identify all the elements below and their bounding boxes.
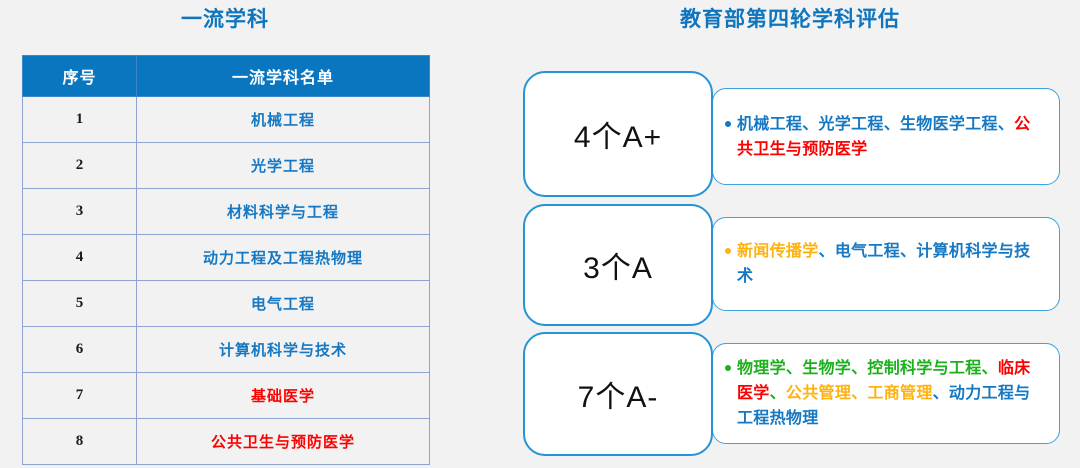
grade-badge-a-plus[interactable]: 4个A+: [523, 71, 713, 197]
grade-badge-label: 3个A: [583, 252, 653, 285]
evaluation-group-a: 3个A 新闻传播学、电气工程、计算机科学与技术: [500, 204, 1080, 326]
discipline-segment: 机械工程、光学工程、生物医学工程、: [737, 115, 1015, 133]
grade-content-text: 机械工程、光学工程、生物医学工程、公共卫生与预防医学: [713, 112, 1059, 162]
bullet-icon: [725, 248, 731, 254]
cell-discipline-name: 机械工程: [136, 96, 430, 143]
cell-index: 6: [22, 326, 137, 373]
cell-discipline-name: 电气工程: [136, 280, 430, 327]
evaluation-group-a-minus: 7个A- 物理学、生物学、控制科学与工程、临床医学、公共管理、工商管理、动力工程…: [500, 332, 1080, 456]
bullet-icon: [725, 365, 731, 371]
discipline-segment: 物理学、生物学、控制科学与工程、: [737, 360, 998, 377]
bullet-icon: [725, 120, 731, 127]
grade-content-text: 新闻传播学、电气工程、计算机科学与技术: [713, 239, 1059, 289]
cell-index: 2: [22, 142, 137, 189]
grade-content-text: 物理学、生物学、控制科学与工程、临床医学、公共管理、工商管理、动力工程与工程热物…: [713, 356, 1059, 431]
grade-badge-a-minus[interactable]: 7个A-: [523, 332, 713, 456]
discipline-segment: 、电气工程、计算机科学与技术: [737, 243, 1031, 285]
cell-discipline-name: 材料科学与工程: [136, 188, 430, 235]
discipline-list-a-plus: 机械工程、光学工程、生物医学工程、公共卫生与预防医学: [737, 116, 1030, 158]
grade-badge-a[interactable]: 3个A: [523, 204, 713, 326]
cell-index: 5: [22, 280, 137, 327]
column-header-discipline-name: 一流学科名单: [136, 55, 430, 97]
grade-content-a-plus: 机械工程、光学工程、生物医学工程、公共卫生与预防医学: [712, 88, 1060, 185]
discipline-evaluation-panel: 教育部第四轮学科评估 4个A+ 机械工程、光学工程、生物医学工程、公共卫生与预防…: [500, 0, 1080, 468]
cell-discipline-name: 动力工程及工程热物理: [136, 234, 430, 281]
right-panel-title: 教育部第四轮学科评估: [680, 8, 900, 31]
cell-discipline-name: 基础医学: [136, 372, 430, 419]
grade-badge-label: 7个A-: [577, 381, 659, 414]
discipline-list-a-minus: 物理学、生物学、控制科学与工程、临床医学、公共管理、工商管理、动力工程与工程热物…: [737, 360, 1030, 427]
left-panel-title: 一流学科: [181, 8, 269, 31]
cell-index: 1: [22, 96, 137, 143]
grade-content-a: 新闻传播学、电气工程、计算机科学与技术: [712, 217, 1060, 311]
grade-content-a-minus: 物理学、生物学、控制科学与工程、临床医学、公共管理、工商管理、动力工程与工程热物…: [712, 343, 1060, 444]
cell-discipline-name: 计算机科学与技术: [136, 326, 430, 373]
evaluation-group-a-plus: 4个A+ 机械工程、光学工程、生物医学工程、公共卫生与预防医学: [500, 71, 1080, 199]
discipline-segment: 临床医学: [737, 360, 1031, 402]
cell-index: 7: [22, 372, 137, 419]
discipline-segment: 、: [769, 385, 786, 402]
column-header-index: 序号: [22, 55, 137, 97]
discipline-segment: 公共管理、工商管理: [785, 385, 933, 402]
table-header: 序号 一流学科名单: [22, 55, 430, 97]
cell-index: 3: [22, 188, 137, 235]
cell-discipline-name: 公共卫生与预防医学: [136, 418, 430, 465]
cell-index: 8: [22, 418, 137, 465]
cell-index: 4: [22, 234, 137, 281]
discipline-segment: 、动力工程与工程热物理: [737, 385, 1031, 427]
discipline-list-a: 新闻传播学、电气工程、计算机科学与技术: [737, 243, 1030, 285]
discipline-segment: 公共卫生与预防医学: [737, 115, 1031, 158]
table-header-row: 序号 一流学科名单: [22, 55, 430, 97]
discipline-segment: 新闻传播学: [737, 243, 819, 260]
grade-badge-label: 4个A+: [573, 121, 663, 154]
cell-discipline-name: 光学工程: [136, 142, 430, 189]
